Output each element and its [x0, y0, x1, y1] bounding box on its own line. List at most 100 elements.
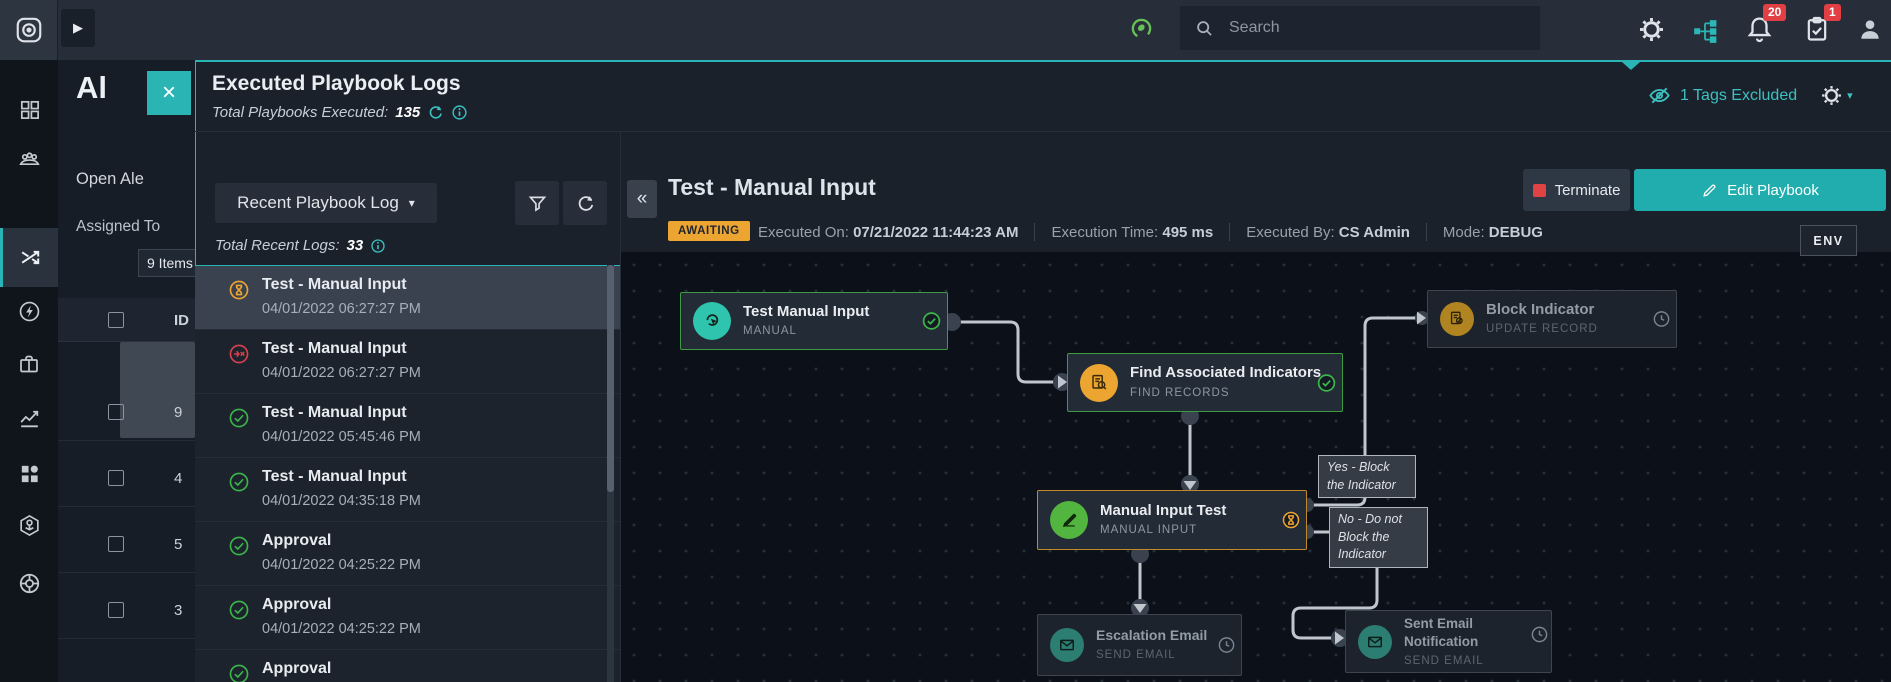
success-status-icon: [228, 407, 250, 429]
log-list-item[interactable]: Approval 04/01/2022 04:25:22 PM: [195, 522, 620, 586]
page-title: Al: [76, 70, 107, 105]
node-pending-badge: [1652, 310, 1671, 329]
sidebar-item-reports[interactable]: [0, 393, 58, 443]
log-list-item[interactable]: Test - Manual Input 04/01/2022 06:27:27 …: [195, 266, 620, 330]
node-subtitle: MANUAL: [743, 325, 797, 338]
log-timestamp: 04/01/2022 06:27:27 PM: [262, 301, 421, 317]
row-checkbox[interactable]: [108, 602, 124, 618]
node-awaiting-badge: [1281, 510, 1301, 530]
log-list-item[interactable]: Test - Manual Input 04/01/2022 04:35:18 …: [195, 458, 620, 522]
column-filter-panel[interactable]: [120, 342, 195, 438]
success-status-icon: [228, 535, 250, 557]
log-title: Approval: [262, 660, 332, 677]
sidebar-item-connectors[interactable]: [0, 500, 58, 550]
env-badge[interactable]: ENV: [1800, 225, 1857, 256]
email-icon: [1358, 624, 1392, 659]
top-bar: ▶: [0, 0, 1891, 60]
wheel-icon: [17, 571, 42, 596]
hexagon-box-icon: [17, 513, 42, 538]
failed-status-icon: [228, 343, 250, 365]
node-title: Escalation Email: [1096, 627, 1208, 643]
sidebar-item-incidents[interactable]: [0, 286, 58, 336]
info-icon[interactable]: [370, 238, 386, 254]
row-id-value[interactable]: 5: [174, 536, 183, 553]
filter-logs-button[interactable]: [515, 181, 559, 225]
row-checkbox[interactable]: [108, 536, 124, 552]
terminate-button[interactable]: Terminate: [1523, 169, 1630, 211]
close-icon: ×: [161, 79, 176, 106]
system-health-icon[interactable]: [1130, 17, 1153, 40]
log-list-item[interactable]: Approval 04/01/2022 04:25:20 PM: [195, 650, 620, 682]
sidebar-item-teams[interactable]: [0, 134, 58, 184]
row-id-value[interactable]: 9: [174, 404, 183, 421]
update-record-icon: [1440, 302, 1474, 336]
modal-settings-control[interactable]: ▾: [1820, 84, 1853, 107]
search-input[interactable]: [1229, 19, 1509, 37]
log-timestamp: 04/01/2022 05:45:46 PM: [262, 429, 421, 445]
mode-field: Mode: DEBUG: [1442, 223, 1543, 241]
success-status-icon: [228, 663, 250, 682]
row-checkbox[interactable]: [108, 470, 124, 486]
total-recent-logs: Total Recent Logs: 33: [215, 237, 386, 254]
node-subtitle: SEND EMAIL: [1404, 654, 1484, 667]
sidebar-item-widgets[interactable]: [0, 448, 58, 498]
edit-playbook-button[interactable]: Edit Playbook: [1634, 169, 1886, 211]
grid-header-row: [58, 298, 195, 342]
node-title: Block Indicator: [1486, 300, 1595, 318]
tab-open-alerts[interactable]: Open Ale: [76, 170, 144, 188]
playbook-canvas[interactable]: Yes - Block the Indicator No - Do not Bl…: [621, 252, 1891, 682]
row-checkbox[interactable]: [108, 404, 124, 420]
row-id-value[interactable]: 3: [174, 602, 183, 619]
tags-excluded-control[interactable]: 1 Tags Excluded ▾: [1648, 84, 1853, 107]
play-icon: ▶: [73, 20, 83, 35]
funnel-icon: [527, 193, 548, 214]
node-success-badge: [1316, 372, 1337, 393]
log-title: Test - Manual Input: [262, 340, 407, 357]
field-separator: [1425, 223, 1427, 241]
pencil-icon: [1050, 501, 1088, 539]
global-search[interactable]: [1180, 6, 1540, 50]
pending-tasks-icon[interactable]: [1803, 15, 1831, 43]
log-title: Test - Manual Input: [262, 276, 407, 293]
log-list-item[interactable]: Approval 04/01/2022 04:25:22 PM: [195, 586, 620, 650]
modal-close-button[interactable]: ×: [147, 71, 191, 115]
log-list-scrollbar-thumb[interactable]: [607, 265, 614, 492]
assigned-to-filter[interactable]: Assigned To: [76, 218, 161, 235]
select-all-checkbox[interactable]: [108, 312, 124, 328]
execution-meta-row: Executed On: 07/21/2022 11:44:23 AM Exec…: [758, 221, 1543, 243]
terminate-label: Terminate: [1554, 181, 1621, 199]
awaiting-status-icon: [228, 279, 250, 301]
sidebar-item-alerts-active[interactable]: [0, 228, 58, 287]
total-playbooks-executed: Total Playbooks Executed: 135: [212, 104, 468, 121]
app-logo[interactable]: [0, 0, 58, 60]
pending-tasks-count-badge[interactable]: 1: [1824, 4, 1841, 21]
settings-gear-icon[interactable]: [1638, 16, 1665, 43]
run-playbook-button[interactable]: ▶: [61, 9, 95, 47]
lightning-circle-icon: [17, 299, 42, 324]
log-list-item[interactable]: Test - Manual Input 04/01/2022 06:27:27 …: [195, 330, 620, 394]
notifications-count-badge[interactable]: 20: [1763, 4, 1787, 21]
field-separator: [1034, 223, 1036, 241]
log-list-item[interactable]: Test - Manual Input 04/01/2022 05:45:46 …: [195, 394, 620, 458]
sidebar-item-cases[interactable]: [0, 339, 58, 389]
sidebar-item-settings-hub[interactable]: [0, 558, 58, 608]
collapse-panel-button[interactable]: «: [627, 180, 657, 218]
total-logs-label: Total Recent Logs:: [215, 237, 340, 254]
node-title: Find Associated Indicators: [1130, 364, 1322, 382]
info-icon[interactable]: [451, 104, 468, 121]
refresh-logs-button[interactable]: [563, 181, 607, 225]
refresh-icon[interactable]: [427, 104, 444, 121]
id-column-header[interactable]: ID: [174, 312, 189, 329]
playbooks-tree-icon[interactable]: [1692, 18, 1718, 44]
node-pending-badge: [1530, 625, 1549, 644]
log-type-dropdown[interactable]: Recent Playbook Log ▾: [215, 183, 437, 223]
row-id-value[interactable]: 4: [174, 470, 183, 487]
user-avatar-icon[interactable]: [1857, 16, 1883, 42]
sidebar-item-dashboard[interactable]: [0, 84, 58, 134]
